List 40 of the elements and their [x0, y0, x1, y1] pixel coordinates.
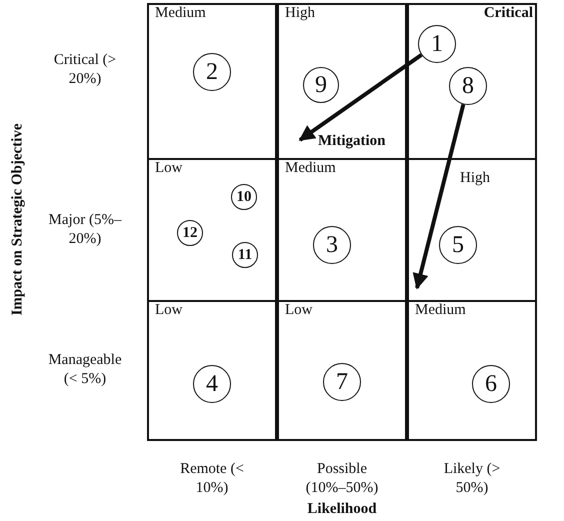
rating-label: Critical	[484, 5, 533, 22]
axis-title: Likelihood	[306, 500, 378, 519]
matrix-cell	[407, 300, 537, 441]
row-label: Critical (> 20%)	[52, 51, 118, 89]
matrix-cell	[277, 158, 407, 302]
risk-number: 8	[449, 67, 487, 105]
column-label: Possible (10%–50%)	[304, 460, 380, 498]
rating-label: Low	[285, 302, 312, 319]
risk-number: 5	[439, 226, 477, 264]
rating-label: Medium	[155, 5, 206, 22]
matrix-cell	[147, 300, 277, 441]
risk-number: 11	[232, 242, 258, 268]
column-label: Likely (> 50%)	[442, 460, 502, 498]
rating-label: Low	[155, 160, 182, 177]
risk-number: 2	[193, 53, 231, 91]
rating-label: Medium	[415, 302, 466, 319]
rating-label: High	[285, 5, 315, 22]
risk-number: 6	[472, 365, 510, 403]
matrix-cell	[407, 158, 537, 302]
risk-number: 4	[193, 365, 231, 403]
matrix-cell	[147, 158, 277, 302]
row-label: Manageable (< 5%)	[47, 351, 123, 389]
row-label: Major (5%–20%)	[48, 211, 122, 249]
risk-number: 10	[231, 184, 257, 210]
rating-label: Low	[155, 302, 182, 319]
matrix-cell	[147, 3, 277, 160]
risk-number: 7	[323, 363, 361, 401]
arrow	[298, 53, 423, 142]
column-label: Remote (< 10%)	[179, 460, 245, 498]
risk-number: 3	[313, 226, 351, 264]
arrow	[412, 104, 466, 290]
rating-label: Medium	[285, 160, 336, 177]
risk-number: 12	[177, 220, 203, 246]
matrix-cell	[407, 3, 537, 160]
edge-label: Mitigation	[318, 132, 386, 151]
axis-title: Impact on Strategic Objective	[8, 122, 26, 318]
rating-label: High	[460, 170, 490, 187]
matrix-cell	[277, 300, 407, 441]
risk-number: 1	[418, 25, 456, 63]
risk-number: 9	[303, 67, 339, 103]
